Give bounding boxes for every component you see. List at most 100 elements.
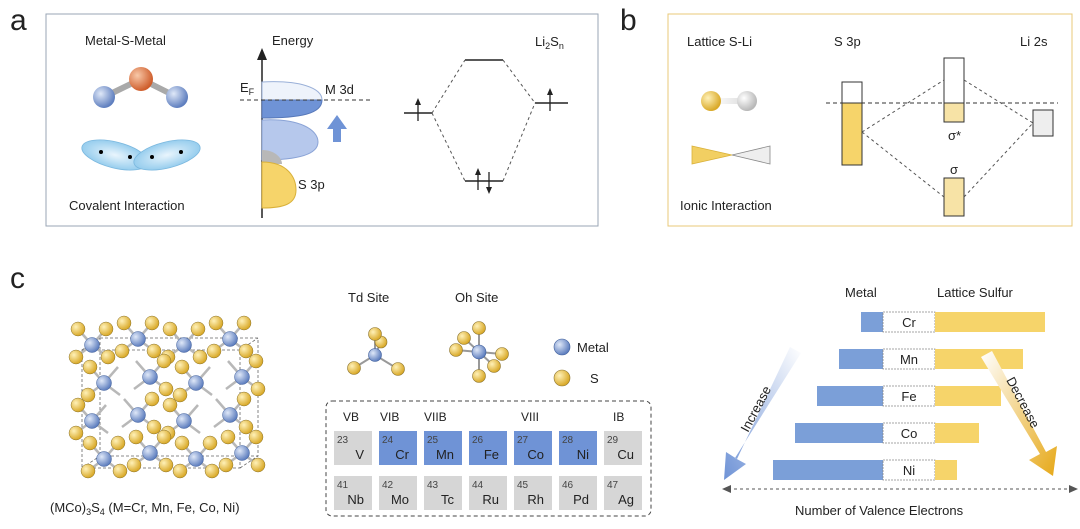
sigma-box xyxy=(943,177,965,217)
sulfur-column-header: Lattice Sulfur xyxy=(937,285,1014,300)
crystal-sulfur-atom xyxy=(172,463,188,479)
crystal-sulfur-atom xyxy=(110,435,126,451)
legend-s-swatch xyxy=(553,369,571,387)
element-symbol: Nb xyxy=(347,492,364,507)
s3p-band xyxy=(261,161,297,209)
panel-b-letter: b xyxy=(620,4,637,37)
metal-atom-left xyxy=(93,86,115,108)
crystal-sulfur-atom xyxy=(172,387,188,403)
increase-arrow xyxy=(724,347,801,480)
crystal-sulfur-atom xyxy=(236,315,252,331)
panel-b-frame xyxy=(667,13,1073,227)
m3d-filled-band xyxy=(261,99,323,119)
crystal-sulfur-atom xyxy=(156,429,172,445)
overlap-band xyxy=(262,150,282,164)
crystal-sulfur-atom xyxy=(128,429,144,445)
bar-category-fe: Fe xyxy=(901,389,916,404)
element-cell-v: 23V xyxy=(334,431,372,465)
m3d-label: M 3d xyxy=(325,82,354,97)
increase-label: Increase xyxy=(737,383,774,434)
element-symbol: Mo xyxy=(391,492,409,507)
sulfur-bar-fe xyxy=(935,386,1001,406)
crystal-metal-atom xyxy=(96,451,112,467)
s3p-label-a: S 3p xyxy=(298,177,325,192)
crystal-sulfur-atom xyxy=(156,353,172,369)
crystal-structure xyxy=(68,315,266,479)
atomic-number: 25 xyxy=(427,435,439,446)
crystal-sulfur-atom xyxy=(146,419,162,435)
s3p-label-b: S 3p xyxy=(834,34,861,49)
m3d-empty-band xyxy=(261,81,323,101)
panel-a-frame xyxy=(45,13,599,227)
li2s-label: Li 2s xyxy=(1020,34,1048,49)
element-symbol: Ni xyxy=(577,447,589,462)
group-header: IB xyxy=(613,410,624,424)
mo-dashed-links-b xyxy=(861,79,1034,198)
crystal-sulfur-atom xyxy=(114,343,130,359)
crystal-sulfur-atom xyxy=(98,321,114,337)
element-symbol: Pd xyxy=(573,492,589,507)
sigma-star-box xyxy=(943,57,965,123)
crystal-sulfur-atom xyxy=(248,429,264,445)
lattice-sli-label: Lattice S-Li xyxy=(687,34,752,49)
element-symbol: Rh xyxy=(527,492,544,507)
sulfur-atom-orange xyxy=(129,67,153,91)
crystal-sulfur-atom xyxy=(218,457,234,473)
crystal-metal-atom xyxy=(130,407,146,423)
lithium-atom-white xyxy=(737,91,757,111)
atomic-number: 44 xyxy=(472,480,484,491)
crystal-metal-atom xyxy=(96,375,112,391)
bar-category-co: Co xyxy=(901,426,918,441)
crystal-sulfur-atom xyxy=(144,315,160,331)
metal-s-metal-label: Metal-S-Metal xyxy=(85,33,166,48)
metal-bar-co xyxy=(795,423,883,443)
covalent-interaction-label: Covalent Interaction xyxy=(69,198,185,213)
crystal-sulfur-atom xyxy=(220,429,236,445)
crystal-sulfur-atom xyxy=(174,435,190,451)
crystal-sulfur-atom xyxy=(206,343,222,359)
crystal-sulfur-atom xyxy=(202,435,218,451)
atomic-number: 27 xyxy=(517,435,529,446)
crystal-sulfur-atom xyxy=(82,359,98,375)
metal-s-metal-molecule xyxy=(93,67,188,108)
crystal-sulfur-atom xyxy=(162,321,178,337)
legend-metal-swatch xyxy=(553,338,571,356)
metal-bar-mn xyxy=(839,349,883,369)
decrease-arrow xyxy=(981,351,1057,476)
crystal-sulfur-atom xyxy=(144,391,160,407)
crystal-metal-atom xyxy=(188,451,204,467)
crystal-sulfur-atom xyxy=(204,463,220,479)
element-symbol: Cu xyxy=(617,447,634,462)
ionic-interaction-label: Ionic Interaction xyxy=(680,198,772,213)
sulfur-bar-cr xyxy=(935,312,1045,332)
group-header: VIIB xyxy=(424,410,447,424)
panel-c-letter: c xyxy=(10,262,25,295)
crystal-sulfur-atom xyxy=(146,343,162,359)
crystal-metal-atom xyxy=(188,375,204,391)
crystal-metal-atom xyxy=(142,445,158,461)
formula-label: (MCo)3S4 (M=Cr, Mn, Fe, Co, Ni) xyxy=(50,500,240,517)
oh-site-label: Oh Site xyxy=(455,290,498,305)
bar-category-mn: Mn xyxy=(900,352,918,367)
atomic-number: 28 xyxy=(562,435,574,446)
li2s-level-box xyxy=(1032,109,1054,137)
crystal-sulfur-atom xyxy=(126,457,142,473)
crystal-metal-atom xyxy=(142,369,158,385)
bar-category-ni: Ni xyxy=(903,463,915,478)
td-site-label: Td Site xyxy=(348,290,389,305)
group-header: VIB xyxy=(380,410,399,424)
valence-axis-label: Number of Valence Electrons xyxy=(795,503,964,518)
crystal-sulfur-atom xyxy=(236,391,252,407)
crystal-sulfur-atom xyxy=(158,381,174,397)
crystal-sulfur-atom xyxy=(162,397,178,413)
crystal-metal-atom xyxy=(222,331,238,347)
